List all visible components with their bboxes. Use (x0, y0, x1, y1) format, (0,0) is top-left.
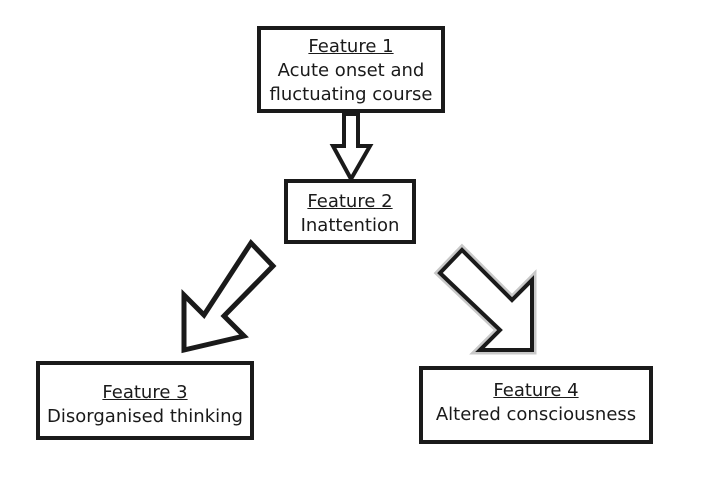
feature-4-box: Feature 4 Altered consciousness (419, 366, 653, 444)
feature-2-title: Feature 2 (307, 191, 393, 212)
feature-1-line-1: Acute onset and (277, 60, 425, 81)
feature-3-title: Feature 3 (102, 382, 188, 403)
feature-2-line-1: Inattention (300, 215, 400, 236)
feature-4-line-1: Altered consciousness (435, 404, 637, 425)
feature-2-box: Feature 2 Inattention (284, 179, 416, 244)
feature-4-title: Feature 4 (493, 380, 579, 401)
feature-1-line-2: fluctuating course (269, 84, 433, 105)
feature-1-title: Feature 1 (308, 36, 394, 57)
feature-3-line-1: Disorganised thinking (47, 406, 243, 427)
feature-1-box: Feature 1 Acute onset and fluctuating co… (257, 26, 445, 113)
feature-3-box: Feature 3 Disorganised thinking (36, 361, 254, 440)
